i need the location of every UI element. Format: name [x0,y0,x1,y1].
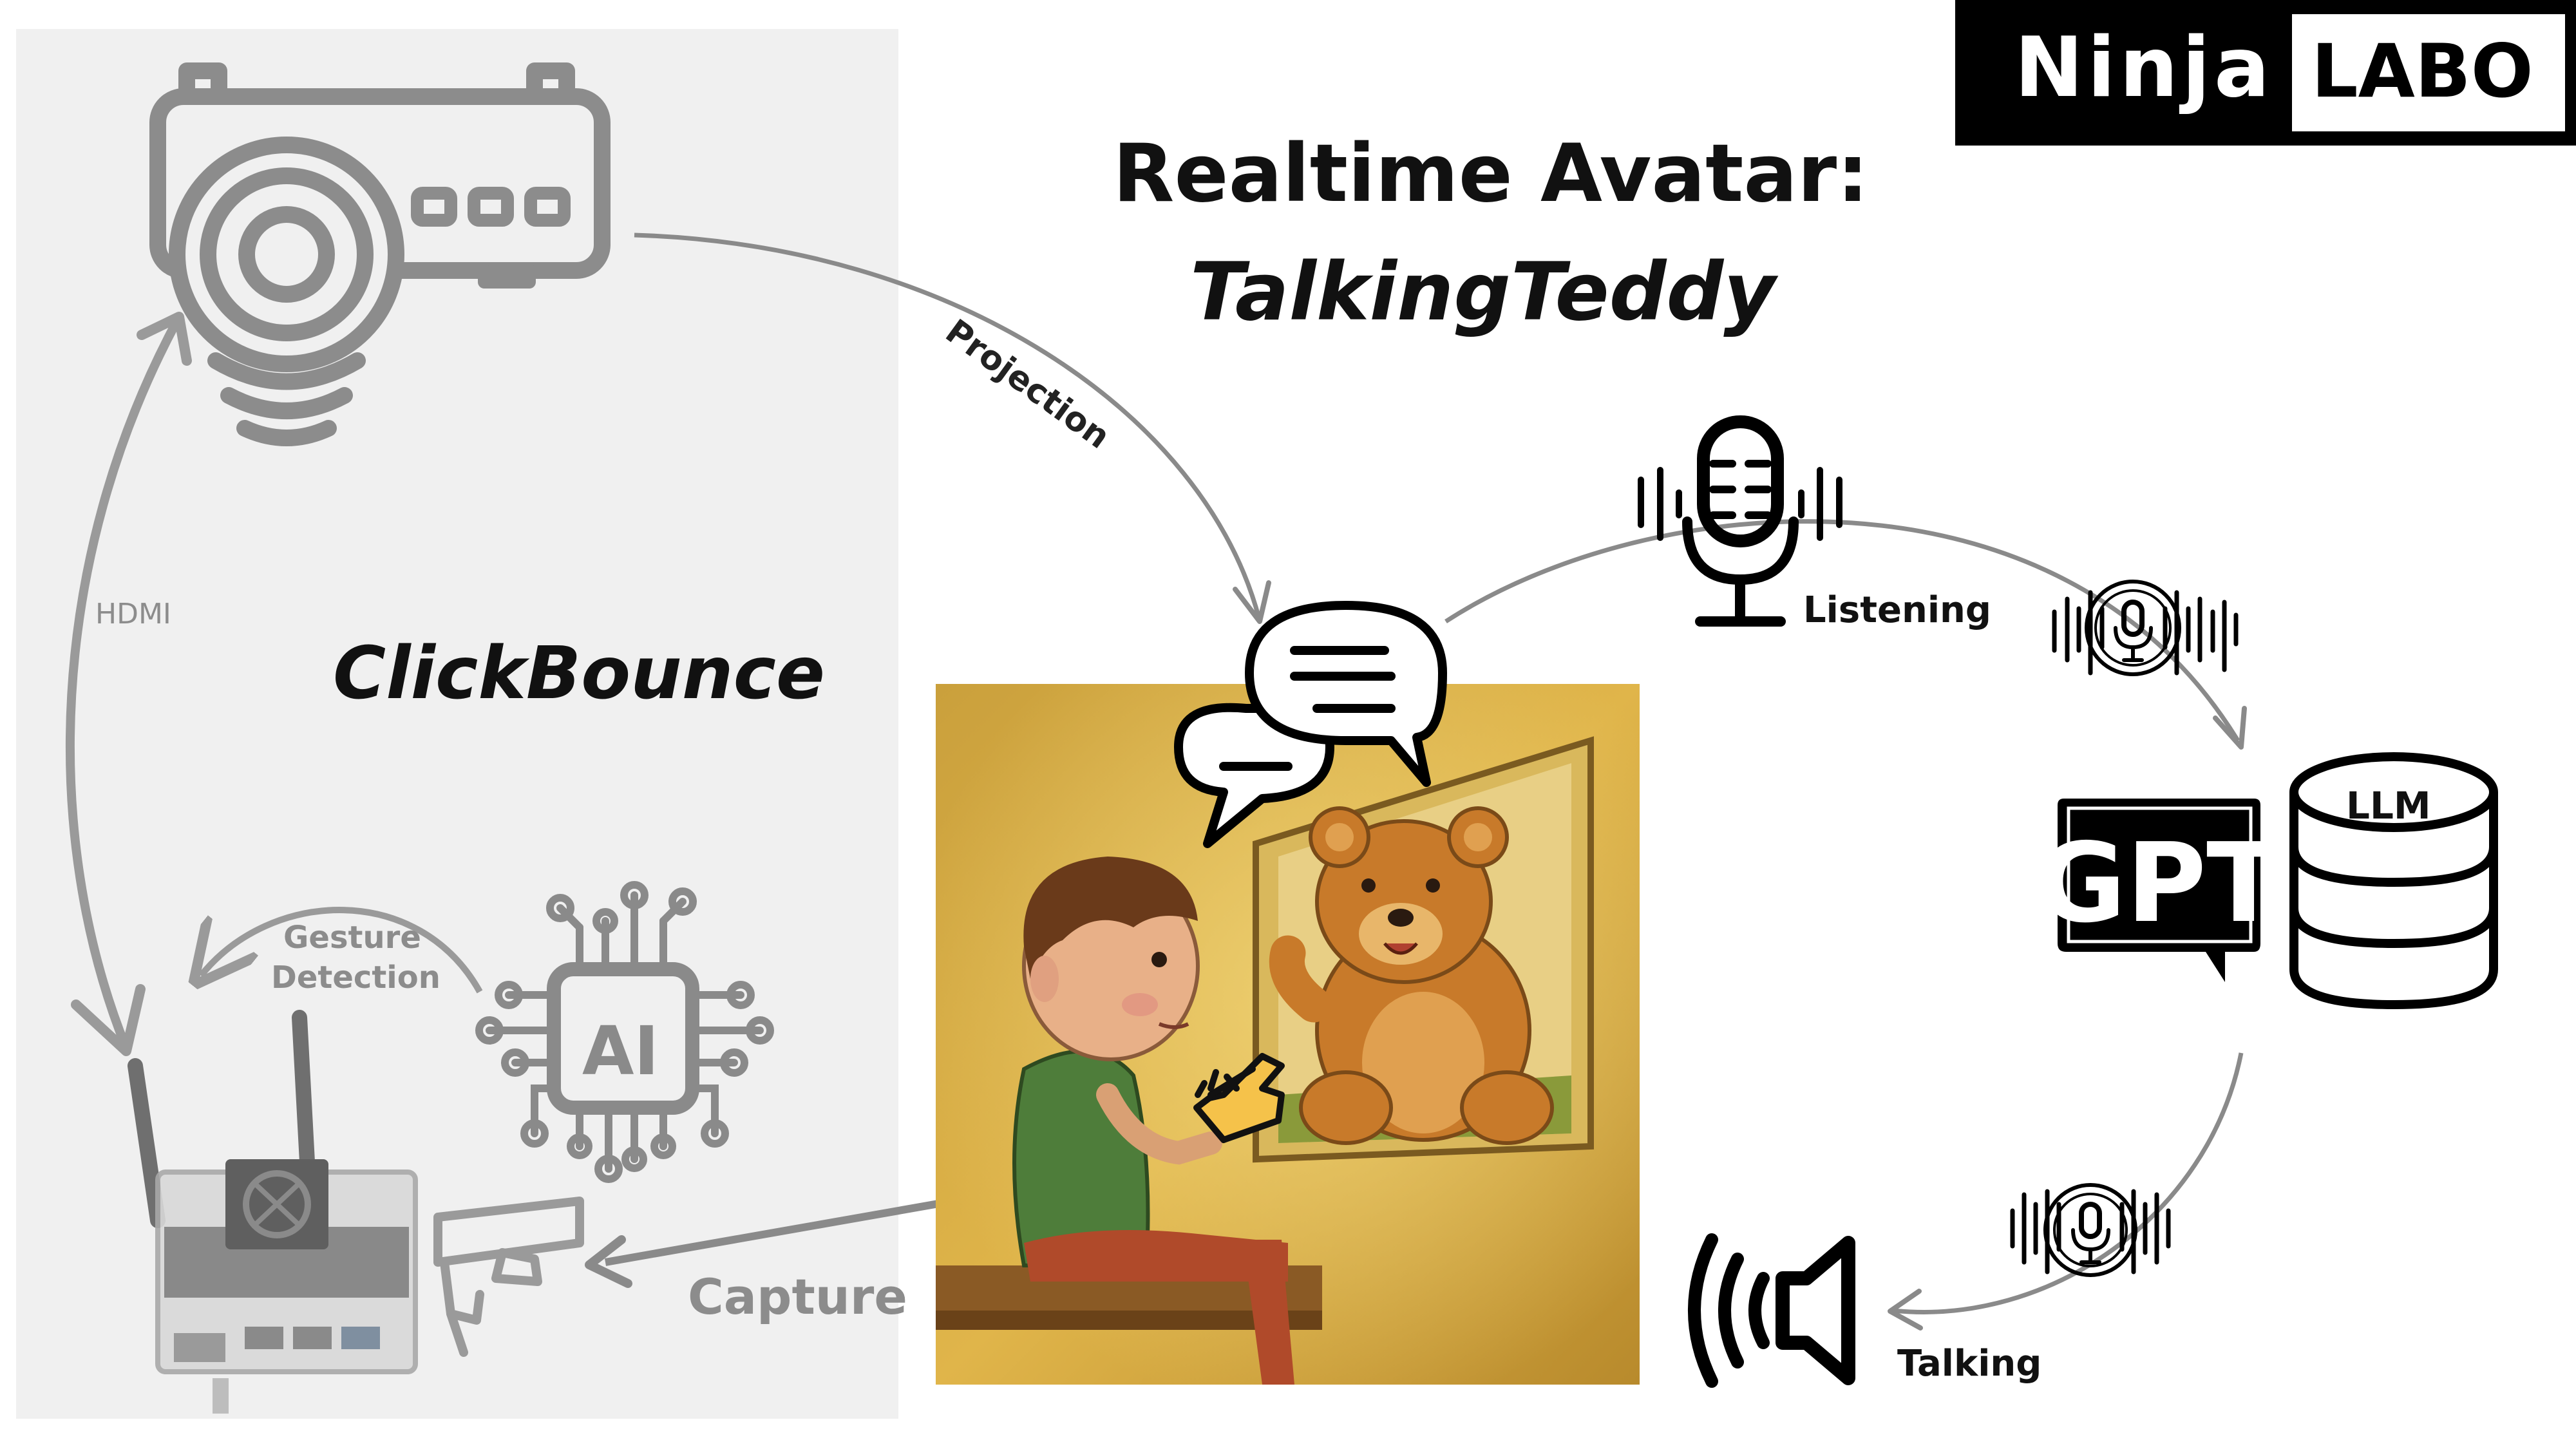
gesture-label-line-1: Gesture [283,920,421,956]
gesture-detection-arrow [201,907,483,992]
voice-mic-icon [2010,1183,2171,1277]
microphone-icon [1638,415,1842,627]
title-line-2: TalkingTeddy [1190,246,1776,339]
speaker-icon [1688,1233,1855,1388]
database-icon [2289,752,2498,1010]
voice-mic-icon [2052,580,2239,676]
camera-icon [433,1197,584,1357]
ai-chip-label: AI [582,1012,659,1090]
gpt-icon-text: GPT [2036,820,2281,947]
listening-label: Listening [1803,589,1991,631]
capture-label: Capture [688,1268,907,1325]
gesture-label-line-2: Detection [271,960,440,996]
llm-label: LLM [2346,784,2431,828]
hdmi-connector [65,312,192,1056]
mini-pc-board-icon [128,1010,418,1414]
title-line-1: Realtime Avatar: [1113,128,1869,220]
pointing-hand-icon [1193,1053,1285,1143]
projector-icon [149,62,611,446]
child-teddy-illustration [936,684,1640,1385]
listening-arrow [1444,519,2240,742]
gpt-icon: GPT [2036,799,2281,982]
talking-label: Talking [1897,1343,2042,1385]
ninjalabo-logo: Ninja LABO [1955,0,2576,146]
clickbounce-label: ClickBounce [333,632,825,715]
projection-arrow [634,232,1262,619]
ai-chip-icon [475,881,774,1183]
logo-labo-box: LABO [2292,14,2565,131]
chat-bubbles-icon [1174,601,1447,848]
logo-text-labo: LABO [2311,28,2533,114]
hdmi-label: HDMI [95,598,171,630]
logo-text-ninja: Ninja [2014,20,2274,116]
talking-arrow [1893,1052,2244,1314]
